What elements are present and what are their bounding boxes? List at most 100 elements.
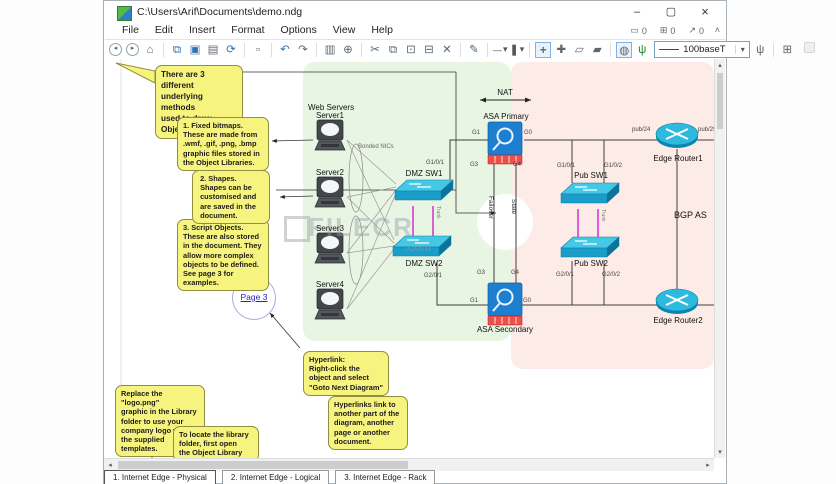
- cut-icon[interactable]: ✂: [370, 43, 380, 56]
- redo-icon[interactable]: ↷: [298, 43, 308, 56]
- menu-help[interactable]: Help: [371, 24, 393, 36]
- page3-link-text[interactable]: Page 3: [240, 292, 268, 302]
- back-icon[interactable]: ◂: [109, 43, 122, 56]
- counter-edits: ↗0: [688, 25, 704, 36]
- edge-router1-icon[interactable]: [655, 122, 699, 149]
- refresh-icon[interactable]: ⟳: [226, 43, 236, 56]
- horizontal-scrollbar[interactable]: ◂ ▸: [104, 458, 714, 471]
- line-style-dropdown[interactable]: —▾: [493, 44, 508, 55]
- counter-edits-value: 0: [698, 25, 704, 36]
- server1-icon[interactable]: [314, 119, 346, 151]
- diagram-canvas[interactable]: FILECR .com Web Servers Server1 Server2 …: [104, 59, 714, 458]
- asa1-g0-label: G0: [524, 130, 533, 136]
- line-style-icon: —: [493, 44, 502, 55]
- horizontal-scroll-thumb[interactable]: [118, 461, 408, 469]
- snapshot-icon[interactable]: ▫: [255, 43, 261, 56]
- disconnect-plug-icon[interactable]: ψ: [756, 43, 765, 56]
- asa2-g4-label: G4: [511, 270, 520, 276]
- router1-pub24-label: pub/24: [632, 127, 651, 133]
- draw-icon[interactable]: ✎: [469, 43, 479, 56]
- scroll-right-icon[interactable]: ▸: [706, 462, 710, 469]
- scroll-down-icon[interactable]: ▾: [718, 449, 722, 456]
- note-shapes[interactable]: 2. Shapes. Shapes can be customised and …: [192, 170, 270, 225]
- library-icon[interactable]: ▥: [324, 43, 336, 56]
- menu-insert[interactable]: Insert: [189, 24, 216, 36]
- dmz-trunk-label: Trunk: [435, 206, 441, 219]
- edge-router2-label: Edge Router2: [653, 316, 703, 325]
- background-artifact: [804, 42, 815, 53]
- menu-edit[interactable]: Edit: [154, 24, 174, 36]
- pub-trunk-label: Trunk: [600, 209, 606, 222]
- note-library-folder[interactable]: To locate the library folder, first open…: [173, 426, 259, 458]
- menu-view[interactable]: View: [332, 24, 356, 36]
- bgp-as-label: BGP AS: [674, 210, 707, 220]
- border-style-dropdown[interactable]: ❚▾: [509, 44, 525, 56]
- delete-icon[interactable]: ✕: [442, 43, 452, 56]
- title-bar: C:\Users\Arif\Documents\demo.ndg – ▢ ×: [104, 1, 726, 23]
- scroll-up-icon[interactable]: ▴: [718, 62, 722, 69]
- pub-sw2-icon[interactable]: [560, 236, 620, 258]
- pub-sw1-icon[interactable]: [560, 182, 620, 204]
- note-logo-replace[interactable]: Replace the "logo.png" graphic in the Li…: [115, 385, 205, 458]
- line-type-value: 100baseT: [683, 44, 726, 55]
- page-tab-bar: 1. Internet Edge - Physical 2. Internet …: [104, 470, 436, 484]
- asa-primary-icon[interactable]: [487, 121, 523, 165]
- router1-pub29-label: pub/29: [698, 127, 714, 133]
- line-type-select[interactable]: 100baseT ▾: [654, 41, 751, 58]
- note-script-objects[interactable]: 3. Script Objects. These are also stored…: [177, 219, 269, 292]
- fill-tool-icon[interactable]: ◍: [616, 41, 633, 58]
- dmz-sw1-icon[interactable]: [394, 179, 454, 201]
- connector-tool-icon[interactable]: ✚: [556, 43, 567, 56]
- web-icon[interactable]: ⊕: [343, 43, 353, 56]
- pointer-tool-icon[interactable]: +: [535, 41, 552, 58]
- note-hyperlink-info[interactable]: Hyperlinks link to another part of the d…: [328, 396, 408, 451]
- chevron-down-icon: ▾: [503, 44, 508, 54]
- window-title: C:\Users\Arif\Documents\demo.ndg: [137, 6, 303, 18]
- server4-icon[interactable]: [314, 288, 346, 320]
- connect-plug-icon[interactable]: ψ: [638, 43, 647, 56]
- scroll-left-icon[interactable]: ◂: [108, 462, 112, 469]
- server2-icon[interactable]: [314, 176, 346, 208]
- note-fixed-bitmaps[interactable]: 1. Fixed bitmaps. These are made from .w…: [177, 117, 269, 172]
- menu-bar: File Edit Insert Format Options View Hel…: [114, 23, 401, 39]
- undo-icon[interactable]: ↶: [280, 43, 290, 56]
- forward-icon[interactable]: ▸: [126, 43, 139, 56]
- pub-sw2-port1-label: G2/0/1: [556, 272, 575, 278]
- tab-internet-edge-logical[interactable]: 2. Internet Edge - Logical: [221, 470, 330, 484]
- frames-icon: ⊞: [659, 25, 668, 35]
- menu-format[interactable]: Format: [231, 24, 265, 36]
- edge-router2-icon[interactable]: [655, 288, 699, 315]
- failover-label: Failover: [487, 196, 494, 220]
- document-icon: [117, 6, 132, 21]
- export-icon[interactable]: ⧉: [172, 43, 182, 56]
- print-icon[interactable]: ▤: [207, 43, 219, 56]
- asa-secondary-icon[interactable]: [487, 282, 523, 326]
- failover-highlight-circle: [477, 194, 533, 250]
- object-counters: ▭0 ⊞0 ↗0: [630, 25, 704, 36]
- watermark-text: FILECR: [308, 212, 414, 242]
- overflow-icon[interactable]: ⊞: [782, 43, 793, 56]
- copy-icon[interactable]: ⧉: [388, 43, 398, 56]
- pages-icon: ▭: [630, 25, 639, 35]
- web-servers-label: Web Servers: [308, 103, 355, 112]
- maximize-button[interactable]: ▢: [665, 6, 677, 18]
- home-icon[interactable]: ⌂: [146, 43, 154, 56]
- counter-pages-value: 0: [641, 25, 647, 36]
- vertical-scroll-thumb[interactable]: [717, 73, 723, 129]
- shape-tool-icon[interactable]: ▱: [574, 43, 584, 56]
- dmz-sw2-label: DMZ SW2: [405, 259, 443, 268]
- save-icon[interactable]: ▣: [189, 43, 201, 56]
- note-hyperlink[interactable]: Hyperlink: Right-click the object and se…: [303, 351, 389, 396]
- collapse-toolbar-icon[interactable]: ˄: [714, 25, 720, 35]
- menu-file[interactable]: File: [122, 24, 139, 36]
- paste-icon[interactable]: ⊡: [406, 43, 416, 56]
- pub-sw2-port2-label: G2/0/2: [602, 272, 621, 278]
- menu-options[interactable]: Options: [280, 24, 317, 36]
- vertical-scrollbar[interactable]: ▴ ▾: [714, 59, 725, 458]
- fill-shape-tool-icon[interactable]: ▰: [592, 43, 602, 56]
- tab-internet-edge-physical[interactable]: 1. Internet Edge - Physical: [104, 470, 216, 484]
- tab-internet-edge-rack[interactable]: 3. Internet Edge - Rack: [335, 470, 436, 484]
- close-button[interactable]: ×: [701, 4, 709, 19]
- clipboard-icon[interactable]: ⊟: [424, 43, 434, 56]
- minimize-button[interactable]: –: [633, 6, 641, 18]
